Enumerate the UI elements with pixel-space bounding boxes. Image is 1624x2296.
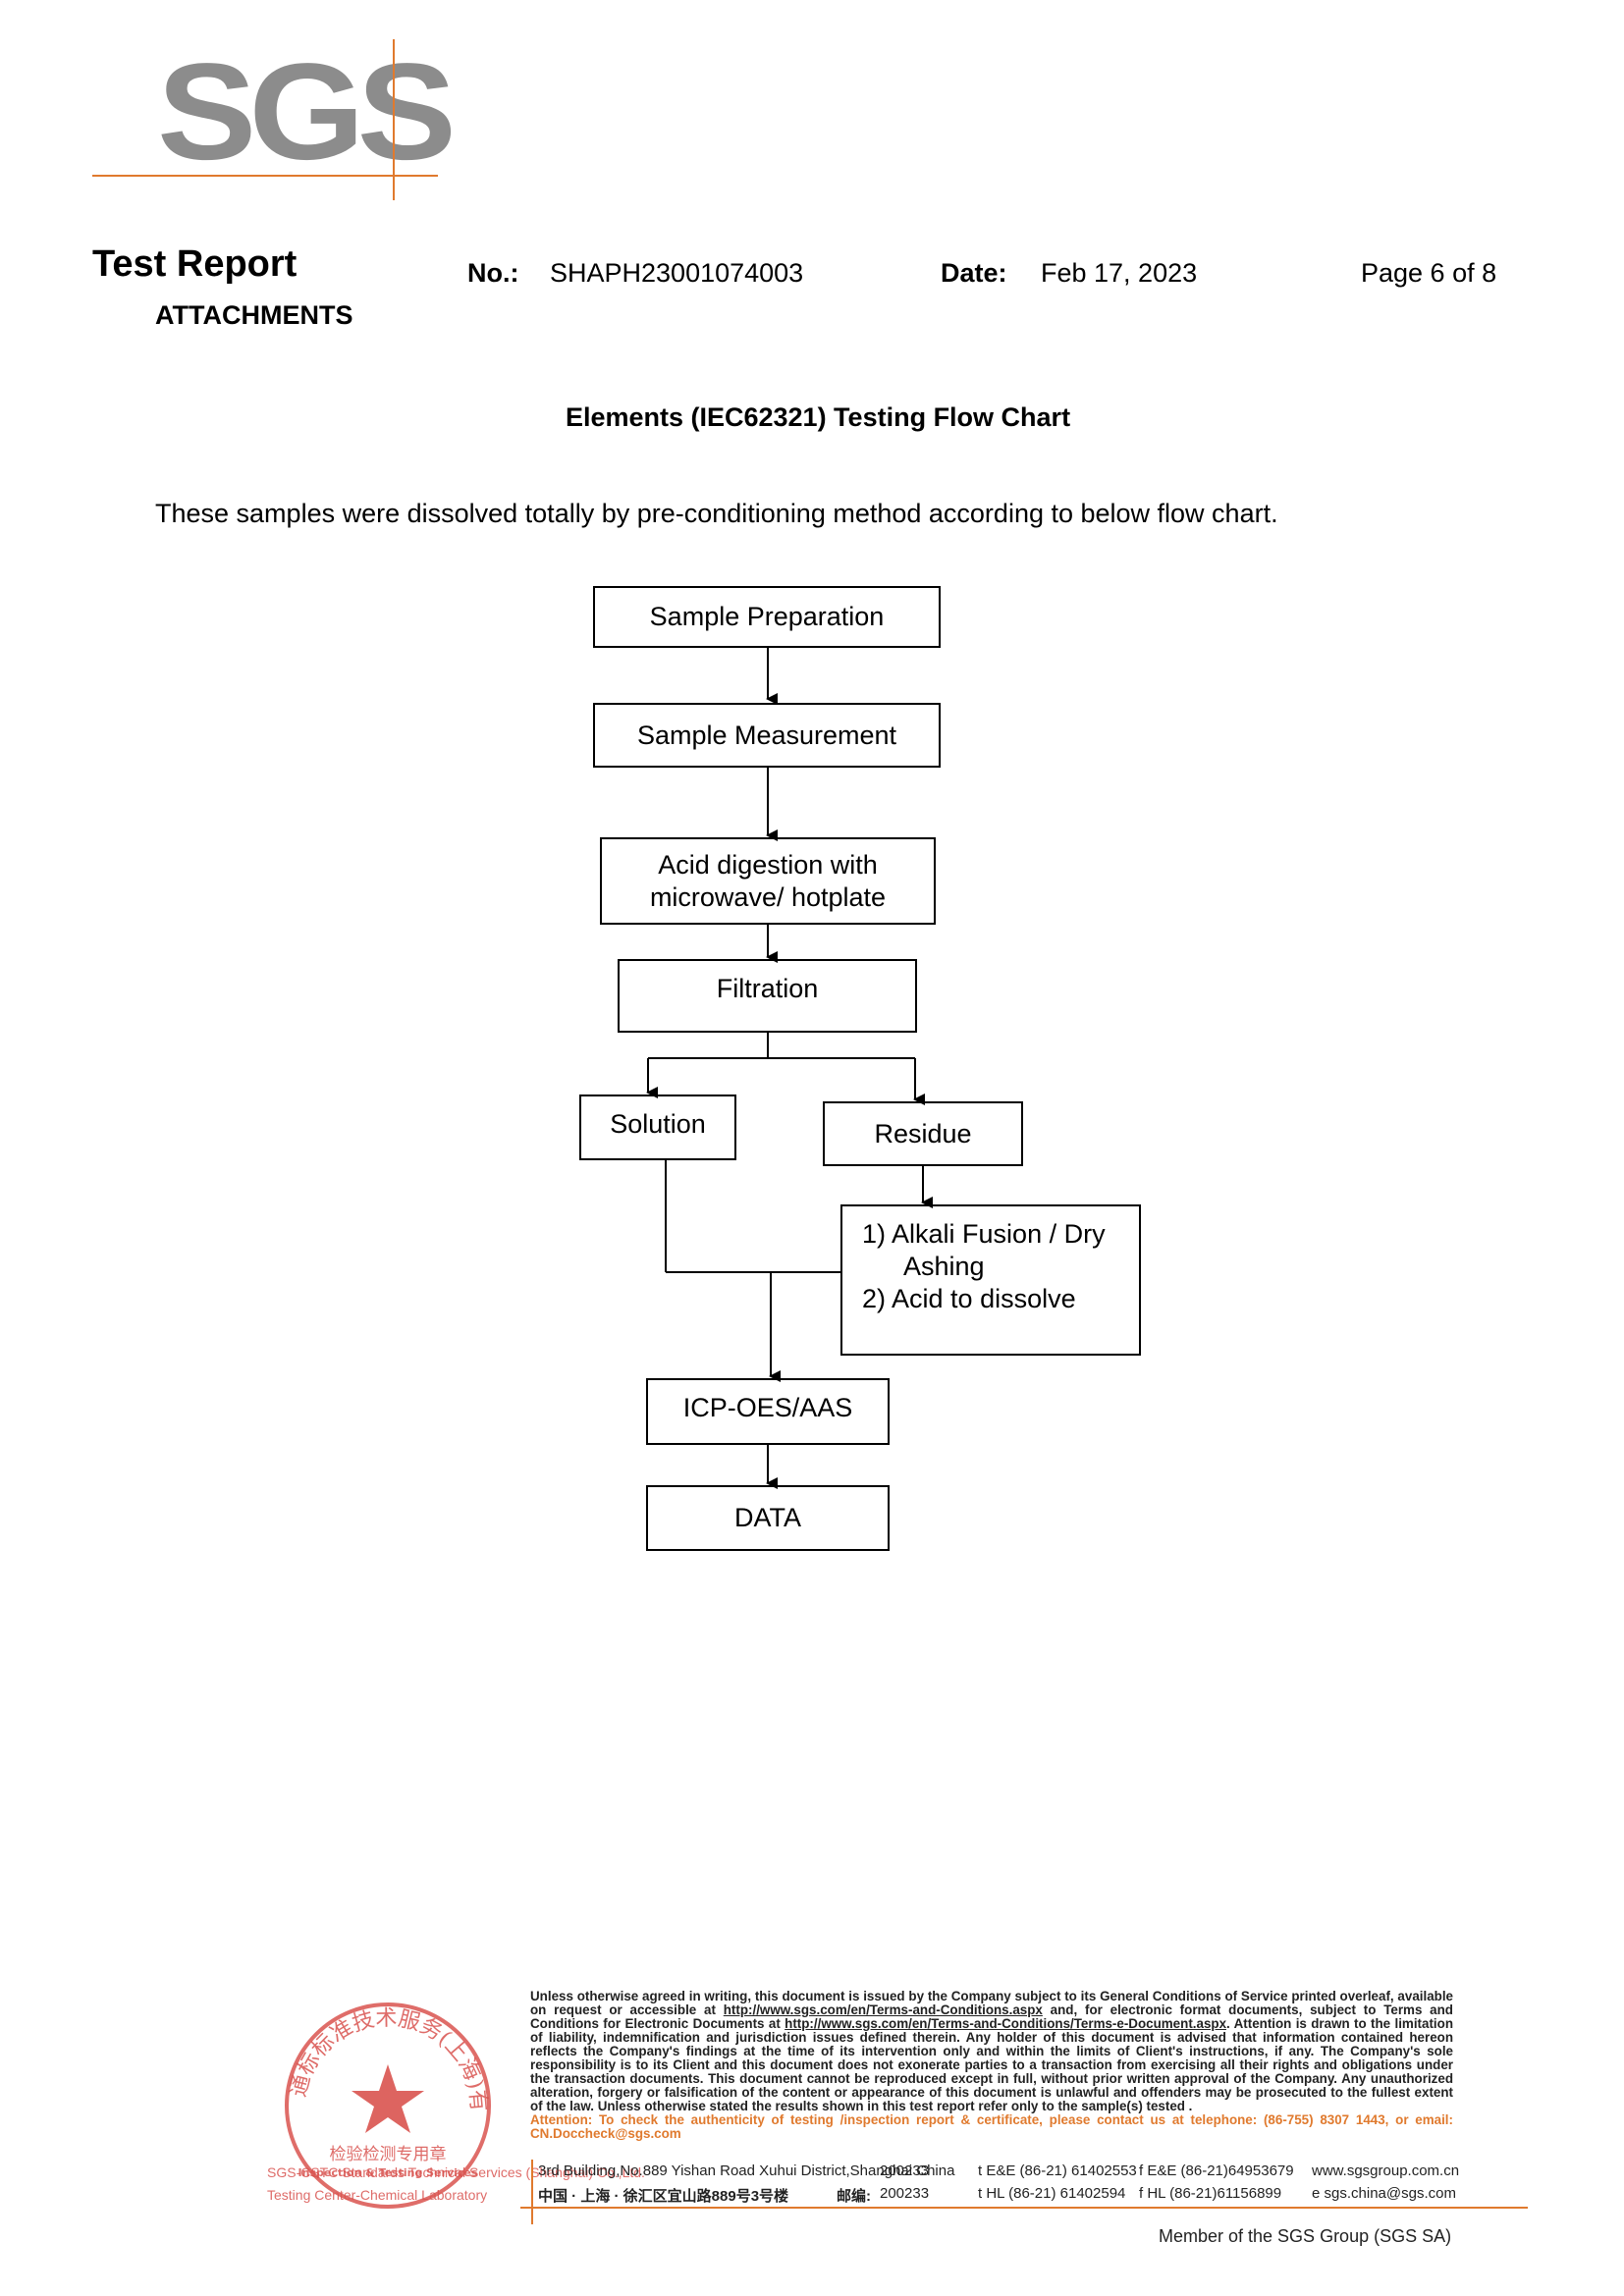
flow-box-alkali-fusion: 1) Alkali Fusion / Dry Ashing 2) Acid to…: [840, 1204, 1141, 1356]
intro-text: These samples were dissolved totally by …: [155, 499, 1278, 528]
flow-chart-title: Elements (IEC62321) Testing Flow Chart: [565, 402, 1071, 432]
flow-box-data: DATA: [646, 1485, 890, 1551]
seal-middle-en: Inspection & Testing Services: [298, 2166, 478, 2179]
flow-box-label-line2: microwave/ hotplate: [649, 881, 887, 912]
page-number: Page 6 of 8: [1361, 258, 1497, 288]
telephone-hl: t HL (86-21) 61402594: [978, 2185, 1126, 2202]
flow-box-residue: Residue: [823, 1101, 1023, 1166]
report-number-label: No.:: [467, 258, 519, 288]
flow-box-label: Residue: [874, 1118, 972, 1148]
address-en: 3rd Building,No.889 Yishan Road Xuhui Di…: [538, 2163, 955, 2179]
flow-box-label-line1: 1) Alkali Fusion / Dry: [862, 1219, 1106, 1249]
attachments-heading: ATTACHMENTS: [155, 300, 353, 330]
postcode-cn-label: 邮编:: [837, 2188, 871, 2205]
flow-box-label: Filtration: [716, 974, 819, 1003]
e-document-terms-link[interactable]: http://www.sgs.com/en/Terms-and-Conditio…: [785, 2016, 1227, 2031]
disclaimer-text-2: and, for electronic format documents, su…: [530, 2002, 1453, 2031]
report-number: SHAPH23001074003: [550, 258, 804, 288]
flow-box-sample-preparation: Sample Preparation: [593, 586, 941, 648]
report-title: Test Report: [92, 243, 298, 285]
authenticity-notice: Attention: To check the authenticity of …: [530, 2112, 1453, 2141]
fax-ee: f E&E (86-21)64953679: [1139, 2163, 1294, 2179]
legal-disclaimer: Unless otherwise agreed in writing, this…: [530, 1990, 1453, 2141]
flow-box-label: Sample Preparation: [649, 602, 885, 631]
logo-vertical-line: [393, 39, 395, 200]
footer-vertical-line: [531, 2160, 533, 2224]
footer-company-name: SGS-CSTC Standards Technical Services (S…: [267, 2164, 645, 2180]
terms-link[interactable]: http://www.sgs.com/en/Terms-and-Conditio…: [723, 2002, 1043, 2017]
disclaimer-text-1: Unless otherwise agreed in writing, this…: [530, 1989, 1453, 2017]
company-seal: 通标标准技术服务(上海)有限公司 检验检测专用章 Inspection & Te…: [265, 1983, 491, 2209]
website[interactable]: www.sgsgroup.com.cn: [1312, 2163, 1460, 2179]
email[interactable]: e sgs.china@sgs.com: [1312, 2185, 1456, 2202]
flow-box-icp: ICP-OES/AAS: [646, 1378, 890, 1445]
footer-lab-name: Testing Center-Chemical Laboratory: [267, 2187, 488, 2203]
logo-underline: [92, 175, 438, 177]
flow-box-label-line1: Acid digestion with: [658, 849, 878, 880]
flow-box-sample-measurement: Sample Measurement: [593, 703, 941, 768]
flow-box-label: ICP-OES/AAS: [682, 1393, 853, 1422]
report-date: Feb 17, 2023: [1041, 258, 1198, 288]
postcode-en: 200233: [880, 2163, 930, 2179]
flow-box-label-line3: 2) Acid to dissolve: [862, 1284, 1076, 1313]
date-label: Date:: [941, 258, 1007, 288]
flow-box-label: Solution: [610, 1109, 706, 1139]
disclaimer-text-3: . Attention is drawn to the limitation o…: [530, 2016, 1453, 2113]
flow-box-label-line2: Ashing: [903, 1252, 985, 1281]
postcode-cn: 200233: [880, 2185, 930, 2202]
flow-box-label: Sample Measurement: [636, 720, 897, 750]
flow-box-filtration: Filtration: [618, 959, 917, 1033]
fax-hl: f HL (86-21)61156899: [1139, 2185, 1282, 2202]
flow-box-solution: Solution: [579, 1095, 736, 1160]
telephone-ee: t E&E (86-21) 61402553: [978, 2163, 1137, 2179]
sgs-logo: SGS: [157, 34, 457, 189]
flow-box-label: DATA: [733, 1503, 801, 1532]
seal-middle-cn: 检验检测专用章: [330, 2145, 447, 2164]
flow-box-acid-digestion: Acid digestion with microwave/ hotplate: [600, 837, 936, 925]
footer-horizontal-line: [520, 2207, 1528, 2209]
member-line: Member of the SGS Group (SGS SA): [1159, 2226, 1452, 2246]
address-cn: 中国 · 上海 · 徐汇区宜山路889号3号楼: [538, 2188, 789, 2205]
